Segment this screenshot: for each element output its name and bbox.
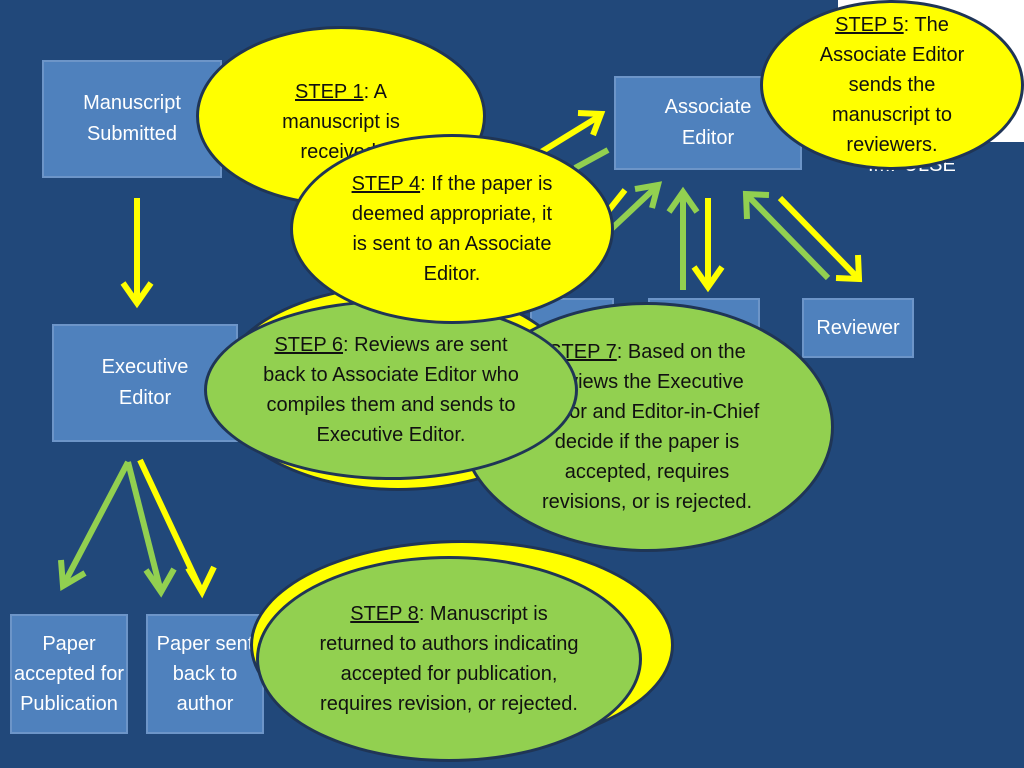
arrow-associate-to-reviewer: [777, 195, 863, 283]
step1-body: : A manuscript is received.: [282, 81, 400, 163]
step4-body: : If the paper is deemed appropriate, it…: [351, 173, 553, 285]
paper-sent-back-box: Paper sent back to author: [146, 614, 264, 734]
paper-accepted-box: Paper accepted for Publication: [10, 614, 128, 734]
manuscript-submitted-box: Manuscript Submitted: [42, 60, 222, 178]
executive-editor-box: Executive Editor: [52, 324, 238, 442]
step5-text: STEP 5: The Associate Editor sends the m…: [802, 10, 982, 160]
step6-label: STEP 6: [274, 334, 344, 356]
step5-label: STEP 5: [835, 14, 904, 36]
associate-editor-label: Associate Editor: [664, 96, 752, 149]
step4-ellipse: STEP 4: If the paper is deemed appropria…: [290, 134, 614, 324]
step1-label: STEP 1: [295, 81, 364, 103]
arrow-green-up: [666, 186, 700, 290]
paper-sent-back-label: Paper sent back to author: [156, 633, 254, 715]
paper-accepted-label: Paper accepted for Publication: [13, 633, 125, 715]
reviewer-label: Reviewer: [816, 316, 900, 339]
step6-body: : Reviews are sent back to Associate Edi…: [263, 334, 519, 446]
arrow-reviewer-to-associate: [742, 190, 831, 281]
step8-body: : Manuscript is returned to authors indi…: [319, 603, 579, 715]
step6-ellipse: STEP 6: Reviews are sent back to Associa…: [204, 300, 578, 480]
arrow-executive-to-sentback-green: [125, 461, 177, 598]
arrow-yellow-down: [691, 198, 725, 293]
manuscript-submitted-label: Manuscript Submitted: [83, 92, 181, 145]
step4-text: STEP 4: If the paper is deemed appropria…: [342, 169, 562, 289]
arrow-green-short: [573, 147, 610, 171]
reviewer-box: Reviewer: [802, 298, 914, 358]
step6-text: STEP 6: Reviews are sent back to Associa…: [256, 330, 526, 450]
arrow-executive-to-accepted: [58, 460, 131, 592]
step1-text: STEP 1: A manuscript is received.: [256, 77, 426, 167]
executive-editor-label: Executive Editor: [101, 356, 189, 409]
arrow-executive-to-sentback-yellow: [137, 458, 217, 599]
step8-ellipse: STEP 8: Manuscript is returned to author…: [256, 556, 642, 762]
step4-label: STEP 4: [351, 173, 421, 195]
step8-text: STEP 8: Manuscript is returned to author…: [319, 599, 579, 719]
step5-body: : The Associate Editor sends the manuscr…: [819, 14, 965, 156]
step7-text: STEP 7: Based on the reviews the Executi…: [522, 337, 772, 517]
step8-label: STEP 8: [350, 603, 419, 625]
step5-ellipse: STEP 5: The Associate Editor sends the m…: [760, 0, 1024, 170]
arrow-submitted-to-executive: [120, 198, 154, 309]
step7-body: : Based on the reviews the Executive Edi…: [534, 341, 760, 513]
